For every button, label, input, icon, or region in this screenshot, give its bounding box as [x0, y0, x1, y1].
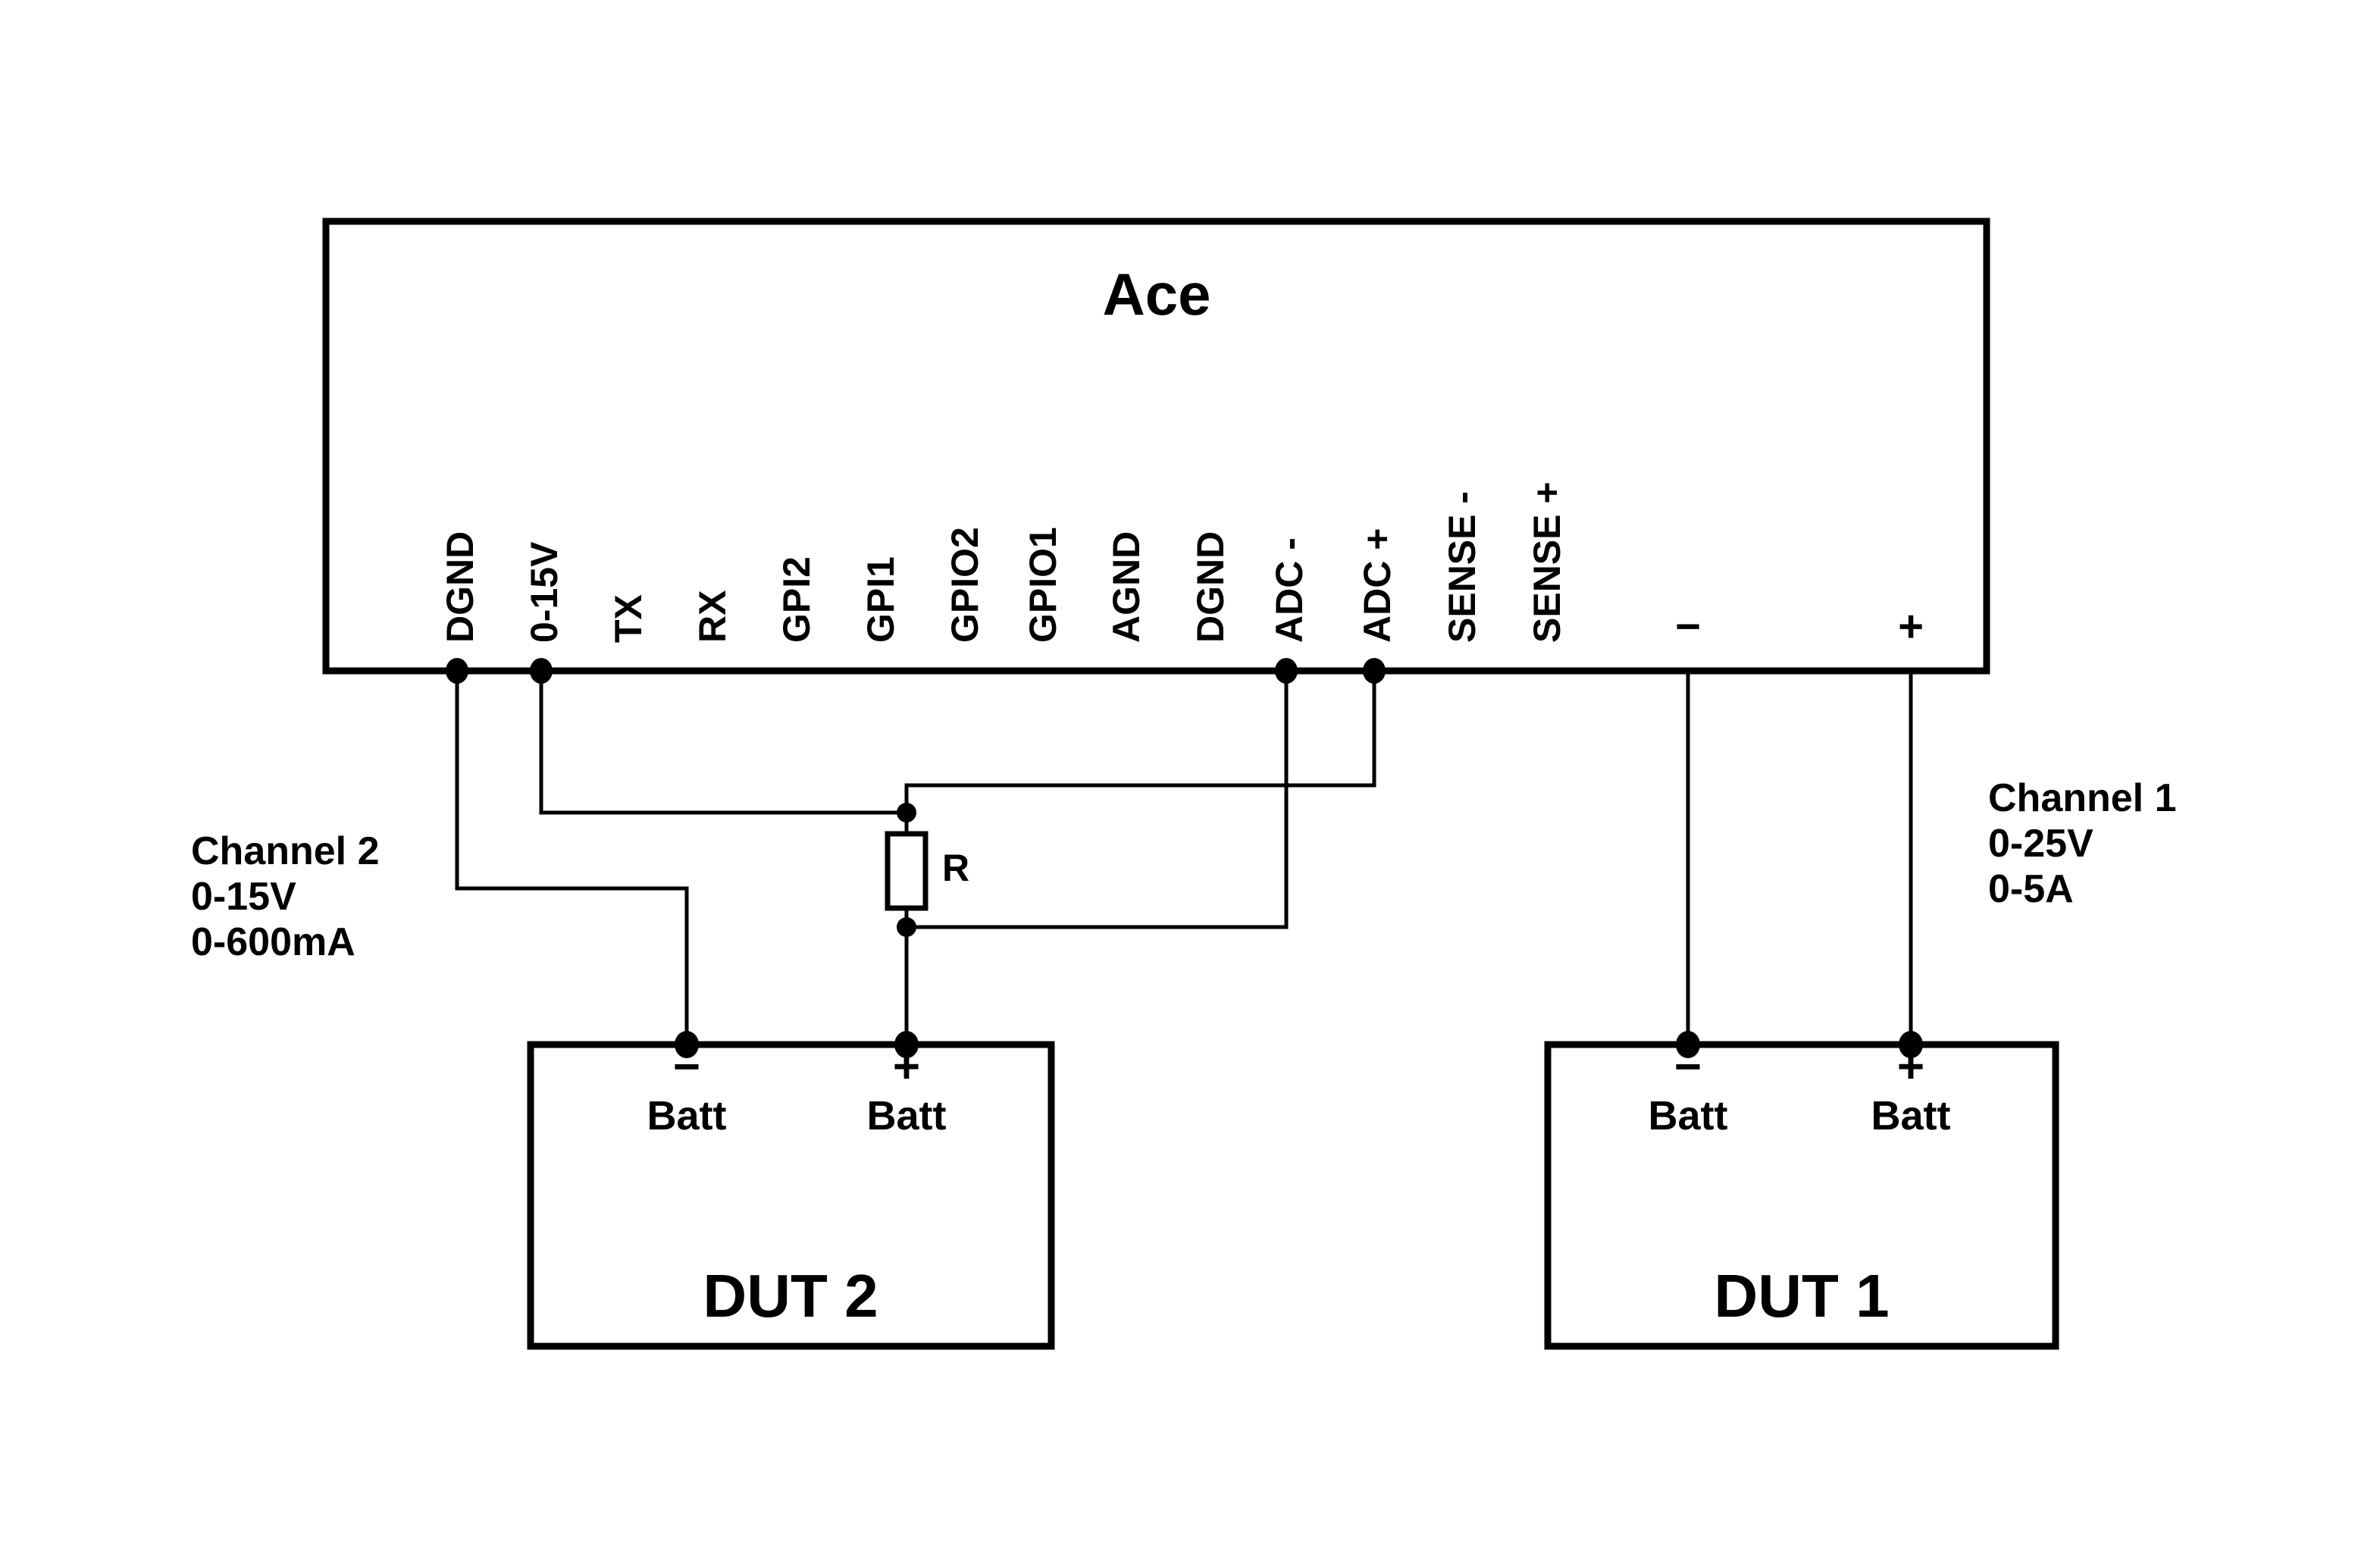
pin-label-gpio1: GPIO1	[1022, 527, 1064, 643]
pin-label-adc-minus: ADC -	[1268, 537, 1311, 643]
ace-pin-labels: DGND 0-15V TX RX GPI2 GPI1 GPIO2 GPIO1 A…	[439, 481, 1568, 643]
dut1-neg-batt-label: Batt	[1649, 1093, 1728, 1139]
dut2-pos-sign: +	[893, 1041, 920, 1093]
pin-label-rx: RX	[691, 590, 734, 643]
dut2-title: DUT 2	[703, 1262, 878, 1330]
channel2-annotation: Channel 2 0-15V 0-600mA	[191, 829, 380, 964]
dut1-pos-batt-label: Batt	[1871, 1093, 1951, 1139]
resistor-symbol	[885, 831, 929, 911]
pin-label-agnd: AGND	[1105, 531, 1148, 643]
dut1-neg-terminal-dot	[1676, 1031, 1700, 1058]
wire-resistor-top-to-adc-plus	[904, 671, 1376, 813]
pin-label-0-15v: 0-15V	[523, 541, 565, 643]
pin-label-adc-plus: ADC +	[1356, 528, 1398, 643]
dut1-title: DUT 1	[1714, 1262, 1889, 1330]
sense-resistor: R	[885, 803, 969, 937]
wire-resistor-bottom-to-adc-minus	[907, 671, 1289, 929]
dut2-pos-terminal-dot	[894, 1031, 919, 1058]
channel2-current: 0-600mA	[191, 920, 355, 964]
ace-minus-terminal-label: −	[1675, 602, 1701, 651]
channel1-name: Channel 1	[1988, 776, 2177, 820]
dut2-pos-batt-label: Batt	[867, 1093, 947, 1139]
ace-plus-terminal-label: +	[1898, 602, 1924, 651]
pin-label-dgnd-1: DGND	[439, 531, 481, 643]
dut2-neg-terminal-dot	[675, 1031, 699, 1058]
pin-label-sense-minus: SENSE -	[1441, 491, 1483, 643]
dut2-neg-batt-label: Batt	[647, 1093, 727, 1139]
channel1-annotation: Channel 1 0-25V 0-5A	[1988, 776, 2177, 911]
channel1-voltage: 0-25V	[1988, 822, 2093, 866]
resistor-bottom-junction-dot	[897, 917, 916, 937]
ace-outline	[322, 218, 1990, 675]
pin-label-gpi2: GPI2	[775, 556, 818, 643]
dut1-outline	[1544, 1041, 2059, 1350]
dut1-box: − + Batt Batt DUT 1	[1544, 1031, 2059, 1350]
pin-label-tx: TX	[607, 594, 650, 643]
channel2-name: Channel 2	[191, 829, 380, 873]
pin-label-dgnd-2: DGND	[1189, 531, 1232, 643]
pin-label-gpio2: GPIO2	[944, 527, 986, 643]
wire-0-15v-to-resistor-top	[539, 671, 907, 815]
dut2-neg-sign: −	[673, 1041, 700, 1093]
pin-label-sense-plus: SENSE +	[1526, 481, 1568, 643]
channel1-current: 0-5A	[1988, 867, 2074, 911]
ace-title: Ace	[1102, 261, 1210, 327]
dut1-neg-sign: −	[1674, 1041, 1702, 1093]
dut1-pos-terminal-dot	[1899, 1031, 1923, 1058]
dut2-outline	[527, 1041, 1055, 1350]
pin-label-gpi1: GPI1	[860, 556, 902, 643]
wire-dgnd-to-dut2-neg	[455, 671, 689, 1045]
channel2-voltage: 0-15V	[191, 875, 296, 919]
dut1-pos-sign: +	[1897, 1041, 1924, 1093]
ace-box: Ace DGND 0-15V TX RX GPI2 GPI1 GPIO2 GPI…	[322, 218, 1990, 684]
resistor-top-junction-dot	[897, 803, 916, 822]
dut2-box: − + Batt Batt DUT 2	[527, 1031, 1055, 1350]
resistor-label: R	[942, 847, 969, 889]
